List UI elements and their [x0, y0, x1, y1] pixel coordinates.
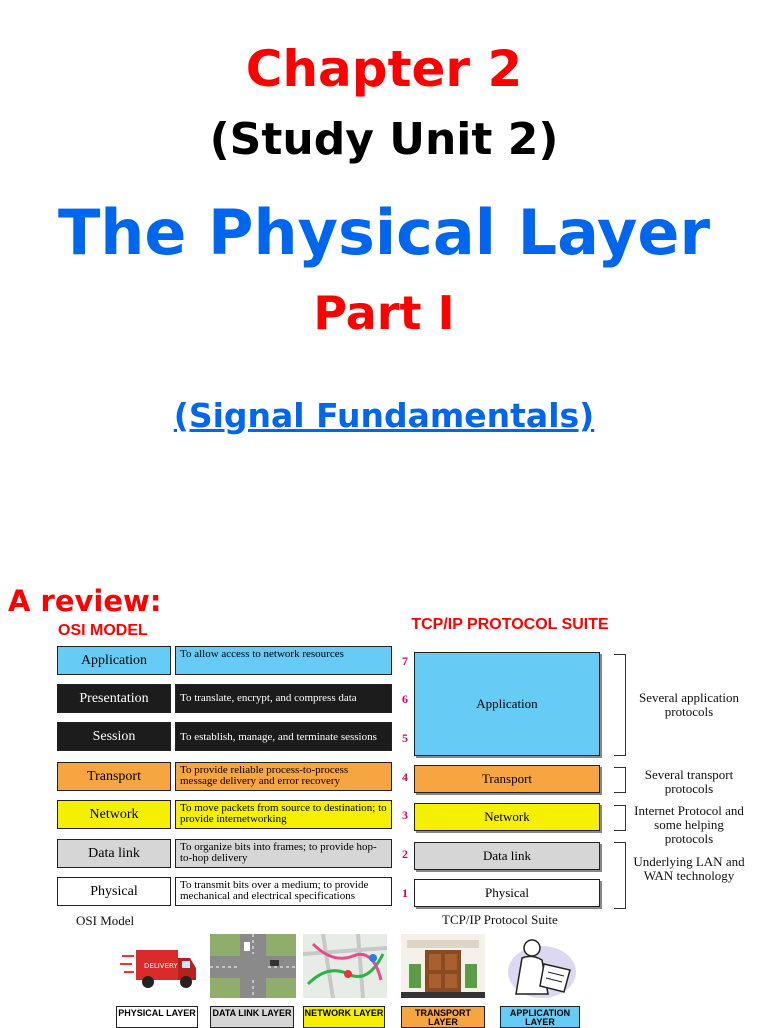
osi-num-2: 2: [402, 847, 408, 861]
chip-data-link-layer: DATA LINK LAYER: [210, 1006, 294, 1028]
osi-layer-presentation: Presentation: [57, 684, 171, 713]
osi-num-4: 4: [402, 770, 408, 784]
route-map-icon: [303, 934, 387, 998]
tcp-layer-network: Network: [414, 803, 600, 831]
osi-desc-transport: To provide reliable process-to-process m…: [175, 762, 392, 791]
tcp-layer-data-link: Data link: [414, 842, 600, 870]
osi-desc-presentation: To translate, encrypt, and compress data: [175, 684, 392, 713]
osi-desc-network: To move packets from source to destinati…: [175, 800, 392, 829]
chip-physical-layer: PHYSICAL LAYER: [116, 1006, 198, 1028]
osi-num-6: 6: [402, 692, 408, 706]
osi-model-label: OSI MODEL: [58, 622, 148, 639]
osi-num-7: 7: [402, 654, 408, 668]
osi-num-1: 1: [402, 886, 408, 900]
osi-desc-application: To allow access to network resources: [175, 646, 392, 675]
house-door-icon: [401, 934, 485, 998]
chip-transport-layer: TRANSPORT LAYER: [401, 1006, 485, 1028]
osi-layer-data-link: Data link: [57, 839, 171, 868]
osi-layer-network: Network: [57, 800, 171, 829]
note-network: Internet Protocol and some helping proto…: [634, 803, 744, 846]
delivery-truck-icon: DELIVERY: [118, 934, 200, 998]
study-unit-heading: (Study Unit 2): [209, 114, 559, 165]
tcp-layer-transport: Transport: [414, 765, 600, 793]
osi-layer-physical: Physical: [57, 877, 171, 906]
note-physical: Underlying LAN and WAN technology: [633, 854, 745, 883]
note-transport: Several transport protocols: [644, 767, 734, 796]
brace-network: [614, 805, 626, 831]
chapter-heading: Chapter 2: [245, 40, 523, 98]
tcp-layer-physical: Physical: [414, 879, 600, 907]
osi-layer-transport: Transport: [57, 762, 171, 791]
review-heading: A review:: [8, 584, 162, 618]
tcp-layer-application: Application: [414, 652, 600, 756]
note-application: Several application protocols: [639, 690, 739, 719]
person-reading-icon: [504, 934, 580, 998]
road-intersection-icon: [210, 934, 296, 998]
chip-application-layer: APPLICATION LAYER: [500, 1006, 580, 1028]
osi-desc-data-link: To organize bits into frames; to provide…: [175, 839, 392, 868]
osi-layer-application: Application: [57, 646, 171, 675]
tcp-ip-label: TCP/IP PROTOCOL SUITE: [411, 616, 609, 633]
brace-physical: [614, 842, 626, 909]
svg-text:DELIVERY: DELIVERY: [144, 962, 178, 970]
osi-desc-session: To establish, manage, and terminate sess…: [175, 722, 392, 751]
osi-desc-physical: To transmit bits over a medium; to provi…: [175, 877, 392, 906]
tcp-caption: TCP/IP Protocol Suite: [442, 912, 558, 927]
brace-transport: [614, 767, 626, 793]
main-title: The Physical Layer: [57, 196, 711, 269]
signal-fundamentals-link[interactable]: (Signal Fundamentals): [173, 396, 595, 435]
chip-network-layer: NETWORK LAYER: [303, 1006, 385, 1028]
osi-caption: OSI Model: [76, 913, 135, 928]
osi-num-5: 5: [402, 731, 408, 745]
part-heading: Part I: [313, 286, 455, 340]
osi-layer-session: Session: [57, 722, 171, 751]
osi-num-3: 3: [402, 808, 408, 822]
brace-application: [614, 654, 626, 756]
